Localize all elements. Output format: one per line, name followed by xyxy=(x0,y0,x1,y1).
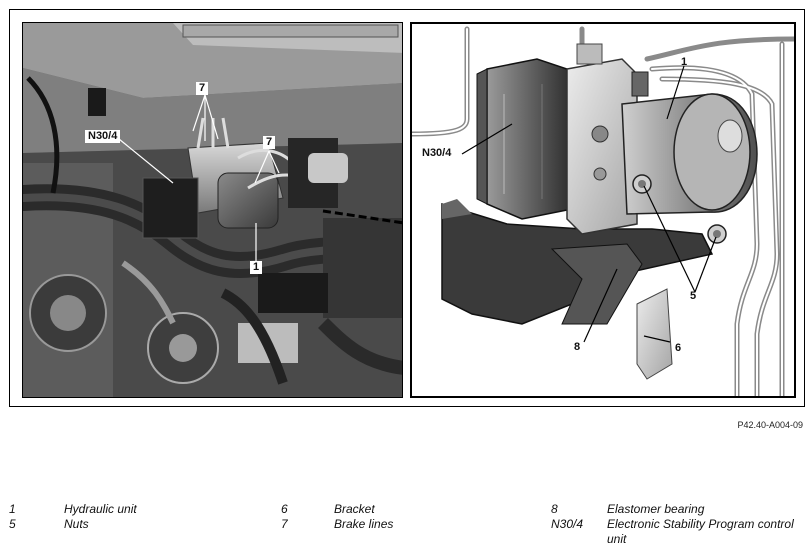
bracket-drawing xyxy=(441,199,714,325)
legend-text: Brake lines xyxy=(334,517,394,531)
legend-number: 5 xyxy=(9,517,16,531)
bracket-plate-6 xyxy=(636,288,673,380)
legend-number: N30/4 xyxy=(551,517,584,531)
valve-block-drawing xyxy=(566,43,638,235)
legend-number: 6 xyxy=(281,502,288,516)
callout-6: 6 xyxy=(675,342,682,354)
hydraulic-unit-motor-drawing xyxy=(621,71,758,215)
legend-text: Hydraulic unit xyxy=(64,502,137,516)
callout-5: 5 xyxy=(690,290,697,302)
callout-7-top: 7 xyxy=(196,82,209,95)
legend-number: 1 xyxy=(9,502,16,516)
callout-7-mid: 7 xyxy=(263,136,276,149)
hydraulic-unit-left xyxy=(142,117,314,239)
callout-n30-4-left: N30/4 xyxy=(85,130,121,143)
legend-number: 7 xyxy=(281,517,288,531)
callout-8: 8 xyxy=(574,341,581,353)
legend-text: Bracket xyxy=(334,502,375,516)
esp-control-unit-drawing xyxy=(476,58,573,220)
legend-number: 8 xyxy=(551,502,558,516)
hydraulic-unit-detail-illustration xyxy=(412,24,794,396)
engine-bay-illustration xyxy=(23,23,402,397)
callout-1-right: 1 xyxy=(681,56,688,68)
detail-drawing xyxy=(410,22,796,398)
engine-bay-photo xyxy=(22,22,403,398)
figure-reference: P42.40-A004-09 xyxy=(737,420,803,430)
callout-1-left: 1 xyxy=(250,261,263,274)
legend-text: Elastomer bearing xyxy=(607,502,705,516)
legend-text-continued: unit xyxy=(607,532,627,546)
callout-n30-4-right: N30/4 xyxy=(422,147,452,159)
legend: 1 Hydraulic unit 5 Nuts 6 Bracket 7 Brak… xyxy=(9,502,805,552)
legend-text: Electronic Stability Program control xyxy=(607,517,794,531)
legend-text: Nuts xyxy=(64,517,89,531)
